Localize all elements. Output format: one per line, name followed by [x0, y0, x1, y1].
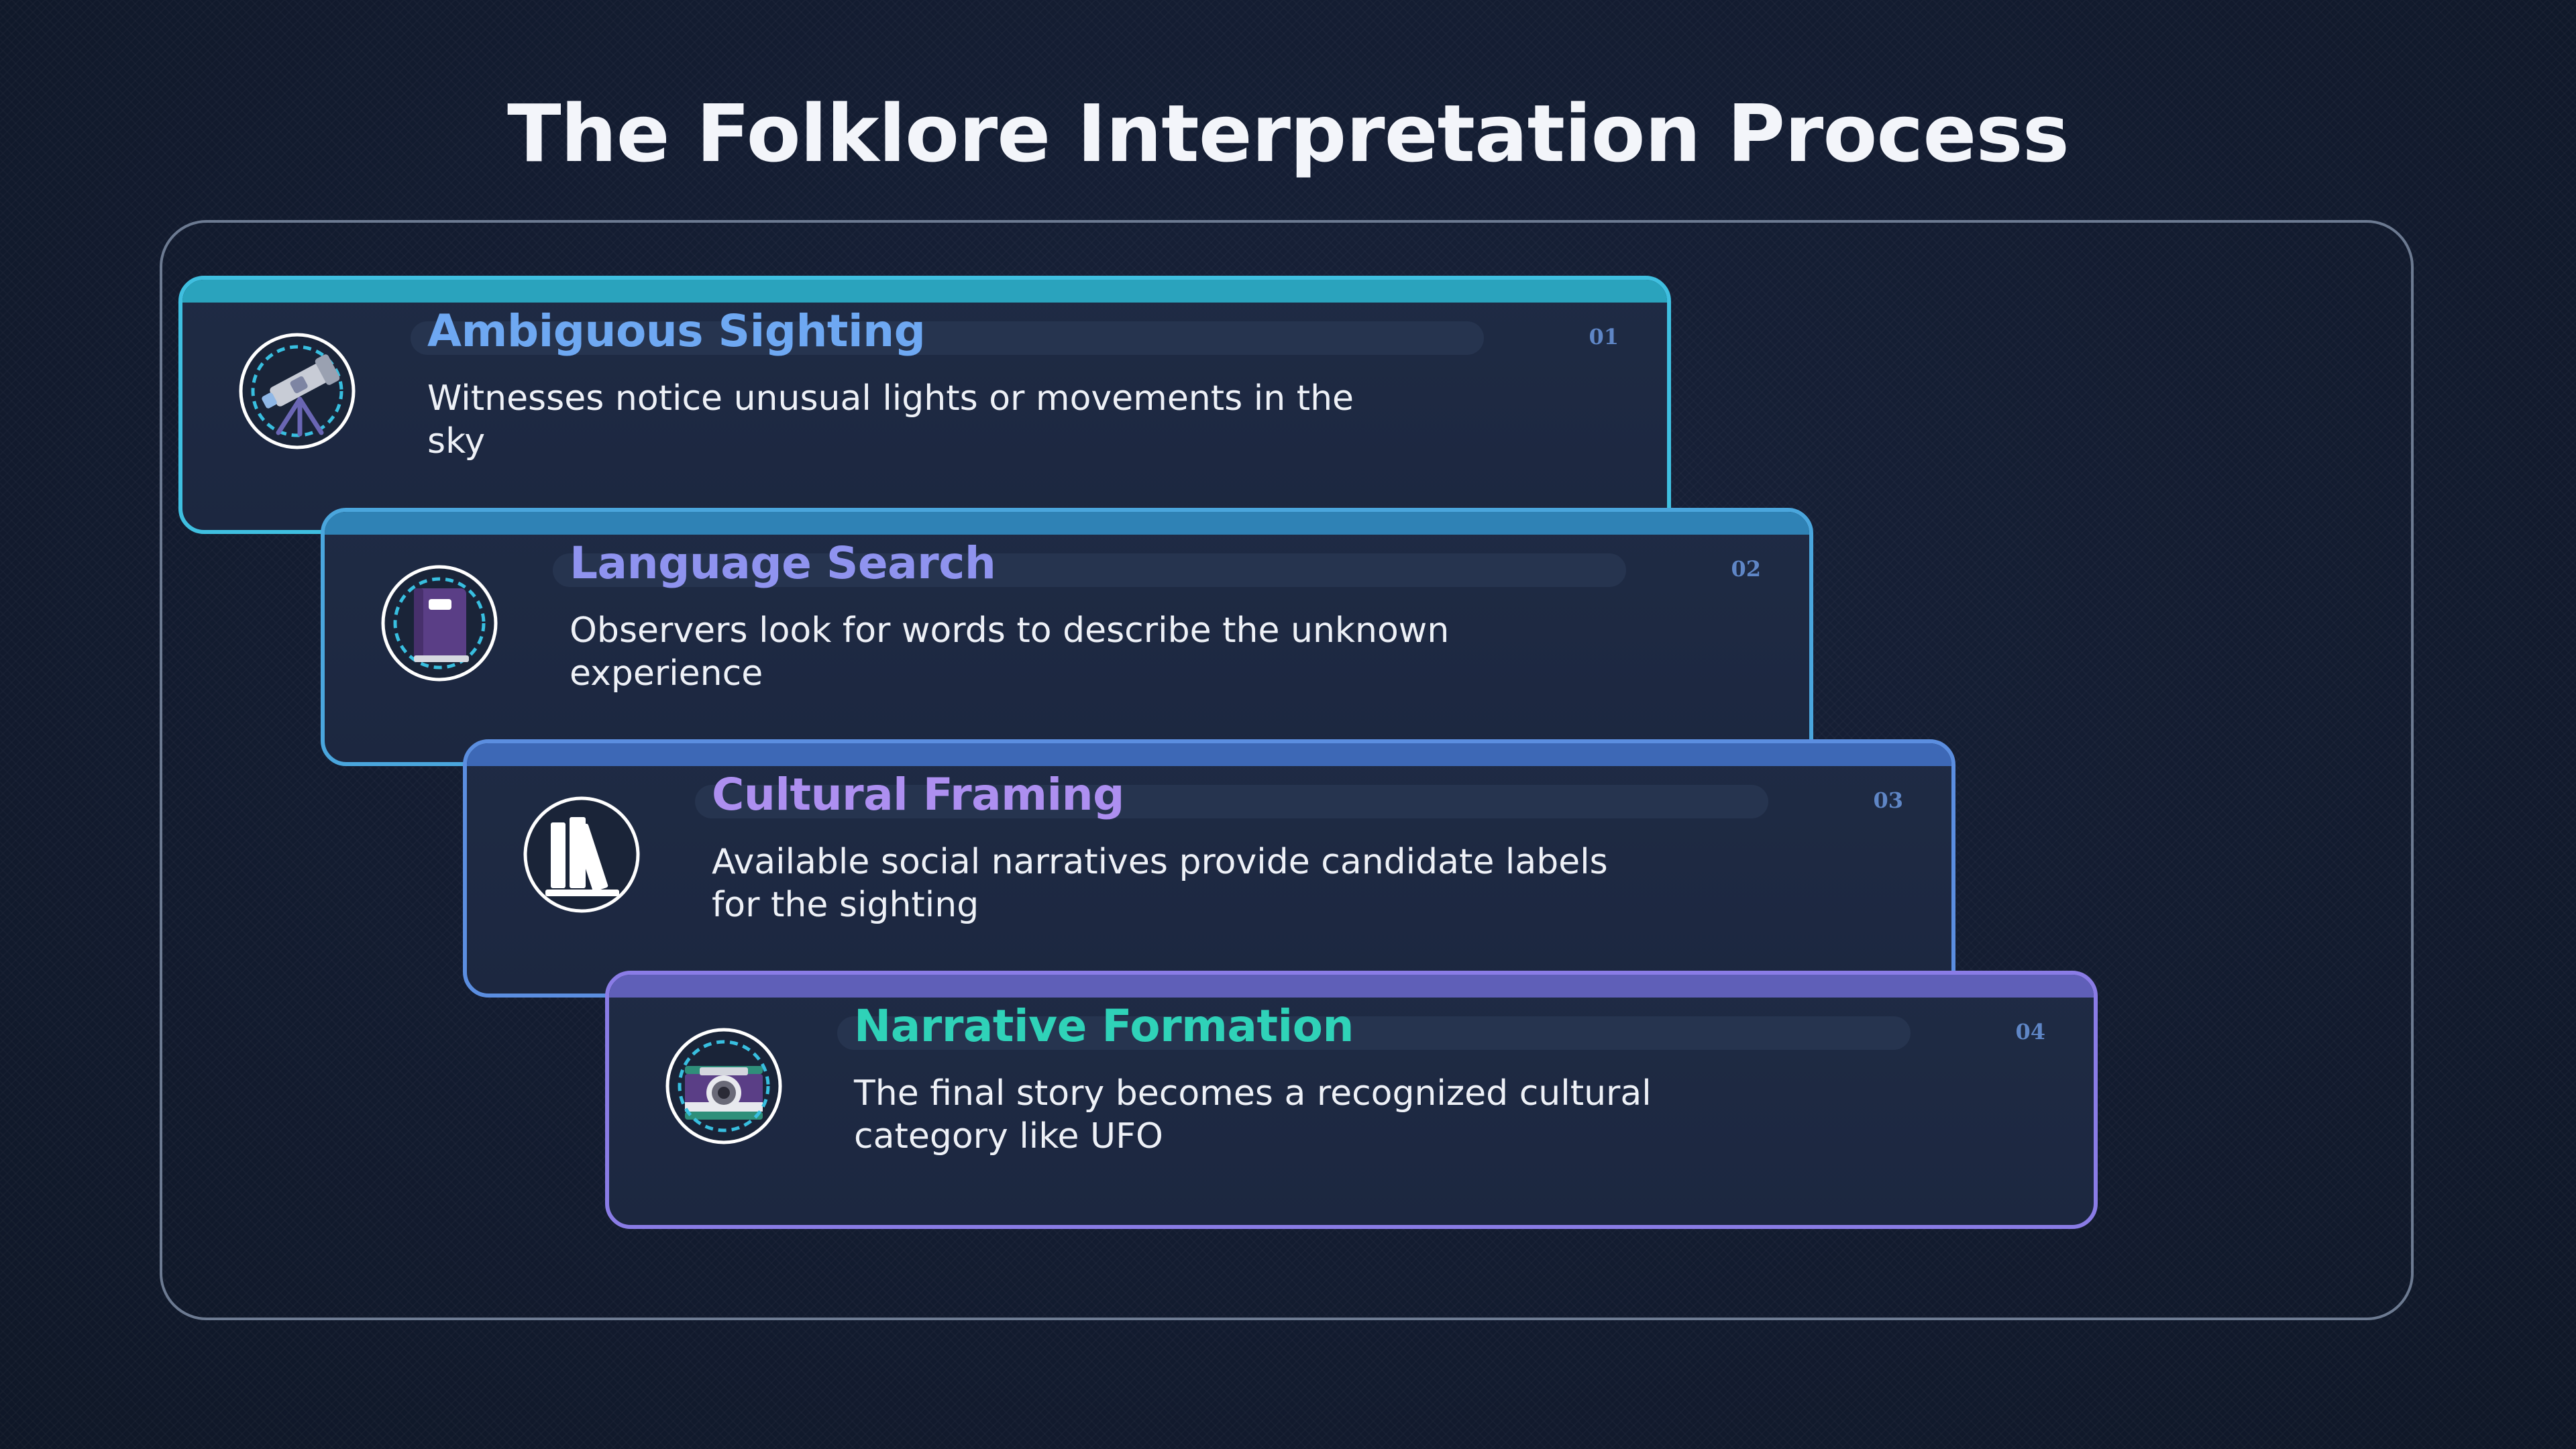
- step-card-topbar: [609, 975, 2094, 998]
- step-number: 01: [1589, 324, 1619, 350]
- step-title: Language Search: [570, 537, 996, 589]
- step-description: Witnesses notice unusual lights or movem…: [427, 378, 1354, 462]
- step-card-topbar: [325, 512, 1809, 535]
- step-card-topbar: [182, 280, 1667, 303]
- step-title: Cultural Framing: [712, 769, 1124, 820]
- step-title: Narrative Formation: [854, 1000, 1354, 1052]
- step-card-2: Language Search 02 Observers look for wo…: [321, 508, 1813, 766]
- heading-highlight: [411, 321, 1484, 355]
- step-number: 04: [2015, 1019, 2045, 1044]
- heading-highlight: [695, 785, 1768, 818]
- step-description: Observers look for words to describe the…: [570, 610, 1450, 694]
- step-description: The final story becomes a recognized cul…: [854, 1073, 1652, 1157]
- step-number: 02: [1731, 556, 1761, 582]
- step-card-1: Ambiguous Sighting 01 Witnesses notice u…: [178, 276, 1671, 534]
- diagram-frame: [160, 220, 2414, 1320]
- book-icon: [381, 565, 498, 682]
- step-card-3: Cultural Framing 03 Available social nar…: [463, 739, 1955, 998]
- heading-highlight: [553, 553, 1626, 587]
- books-icon: [523, 796, 640, 913]
- page-title: The Folklore Interpretation Process: [507, 87, 2070, 180]
- camera-icon: [665, 1028, 782, 1144]
- step-description: Available social narratives provide cand…: [712, 842, 1608, 925]
- step-card-4: Narrative Formation 04 The final story b…: [605, 971, 2098, 1229]
- step-card-topbar: [467, 743, 1951, 766]
- telescope-icon: [239, 333, 356, 449]
- heading-highlight: [837, 1016, 1911, 1050]
- step-title: Ambiguous Sighting: [427, 305, 926, 357]
- step-number: 03: [1873, 788, 1903, 813]
